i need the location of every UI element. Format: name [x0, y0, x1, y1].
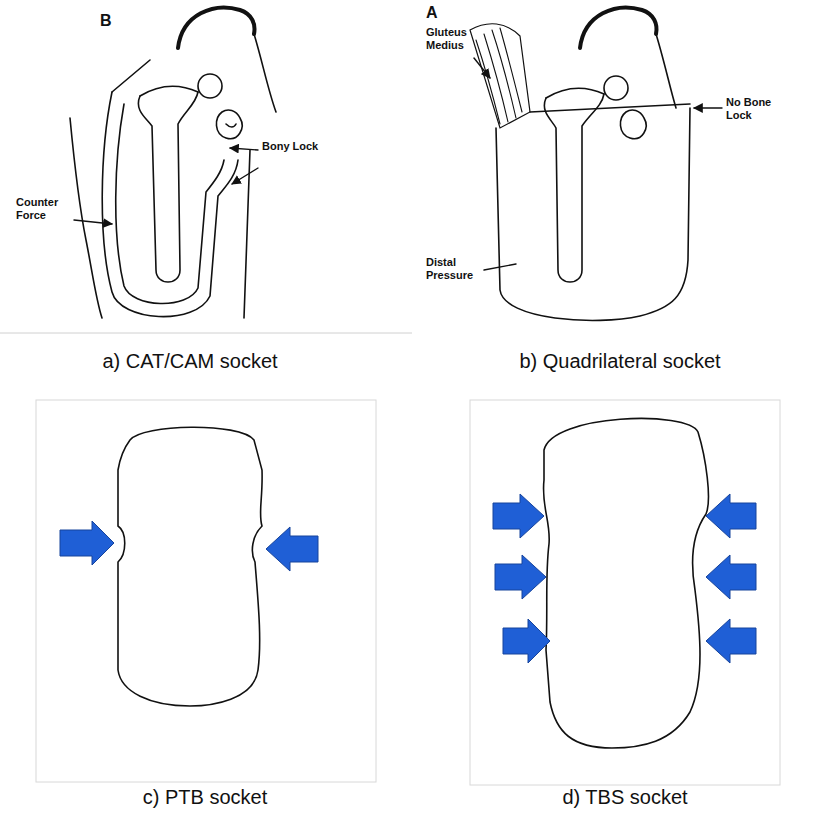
pelvis-crest: [580, 8, 656, 48]
callout-label: Counter Force: [16, 196, 72, 221]
tbs-socket-outline: [543, 418, 708, 748]
callout-label: Bony Lock: [262, 140, 322, 153]
separator-line: [0, 333, 412, 334]
pressure-arrow: [495, 555, 546, 599]
pressure-arrow: [493, 494, 544, 538]
femur-neck: [140, 86, 198, 96]
thigh-outline: [70, 118, 102, 318]
pelvis-line: [656, 34, 676, 108]
ischium: [216, 110, 242, 139]
catcam-sketch: [70, 8, 276, 318]
panel-caption: a) CAT/CAM socket: [30, 350, 350, 373]
femur-neck: [546, 88, 604, 98]
leader-arrow: [74, 220, 112, 224]
pressure-arrow: [706, 555, 756, 599]
pressure-arrow: [60, 521, 114, 565]
pelvis-line: [254, 34, 276, 112]
pelvis-crest: [178, 8, 254, 48]
pressure-arrows: [493, 494, 756, 663]
leader-arrow: [230, 148, 258, 150]
leader-arrow: [474, 58, 490, 78]
femur-shaft: [544, 94, 604, 282]
panel-letter: B: [100, 12, 130, 30]
leader-arrow: [694, 107, 722, 108]
panel-frame: [470, 400, 780, 785]
obturator: [226, 124, 236, 127]
socket-outer: [102, 92, 238, 317]
socket-liner: [116, 104, 224, 304]
callout-label: Distal Pressure: [426, 256, 484, 281]
socket-outer: [496, 108, 690, 320]
pressure-arrow: [706, 619, 756, 663]
leader-line: [484, 264, 516, 270]
pressure-arrow: [706, 494, 756, 538]
pressure-arrow: [503, 619, 550, 663]
socket-brim: [530, 104, 690, 112]
pressure-arrow: [266, 527, 318, 571]
panel-caption: c) PTB socket: [50, 786, 360, 809]
femoral-head: [198, 74, 222, 98]
femur-shaft: [138, 92, 198, 282]
ischium: [620, 110, 646, 139]
callout-label: Gluteus Medius: [426, 26, 480, 51]
panel-caption: b) Quadrilateral socket: [430, 350, 810, 373]
ptb-socket-outline: [118, 427, 262, 706]
callout-label: No Bone Lock: [726, 96, 782, 121]
leader-arrow: [232, 168, 258, 184]
panel-frame: [36, 400, 376, 782]
femoral-head: [604, 76, 628, 100]
gluteus-medius-outline: [470, 24, 530, 128]
gluteus-medius-muscle: [476, 28, 522, 124]
panel-caption: d) TBS socket: [470, 786, 780, 809]
quadrilateral-sketch: [470, 8, 722, 321]
socket-trim: [112, 60, 150, 92]
panel-letter: A: [426, 4, 456, 22]
